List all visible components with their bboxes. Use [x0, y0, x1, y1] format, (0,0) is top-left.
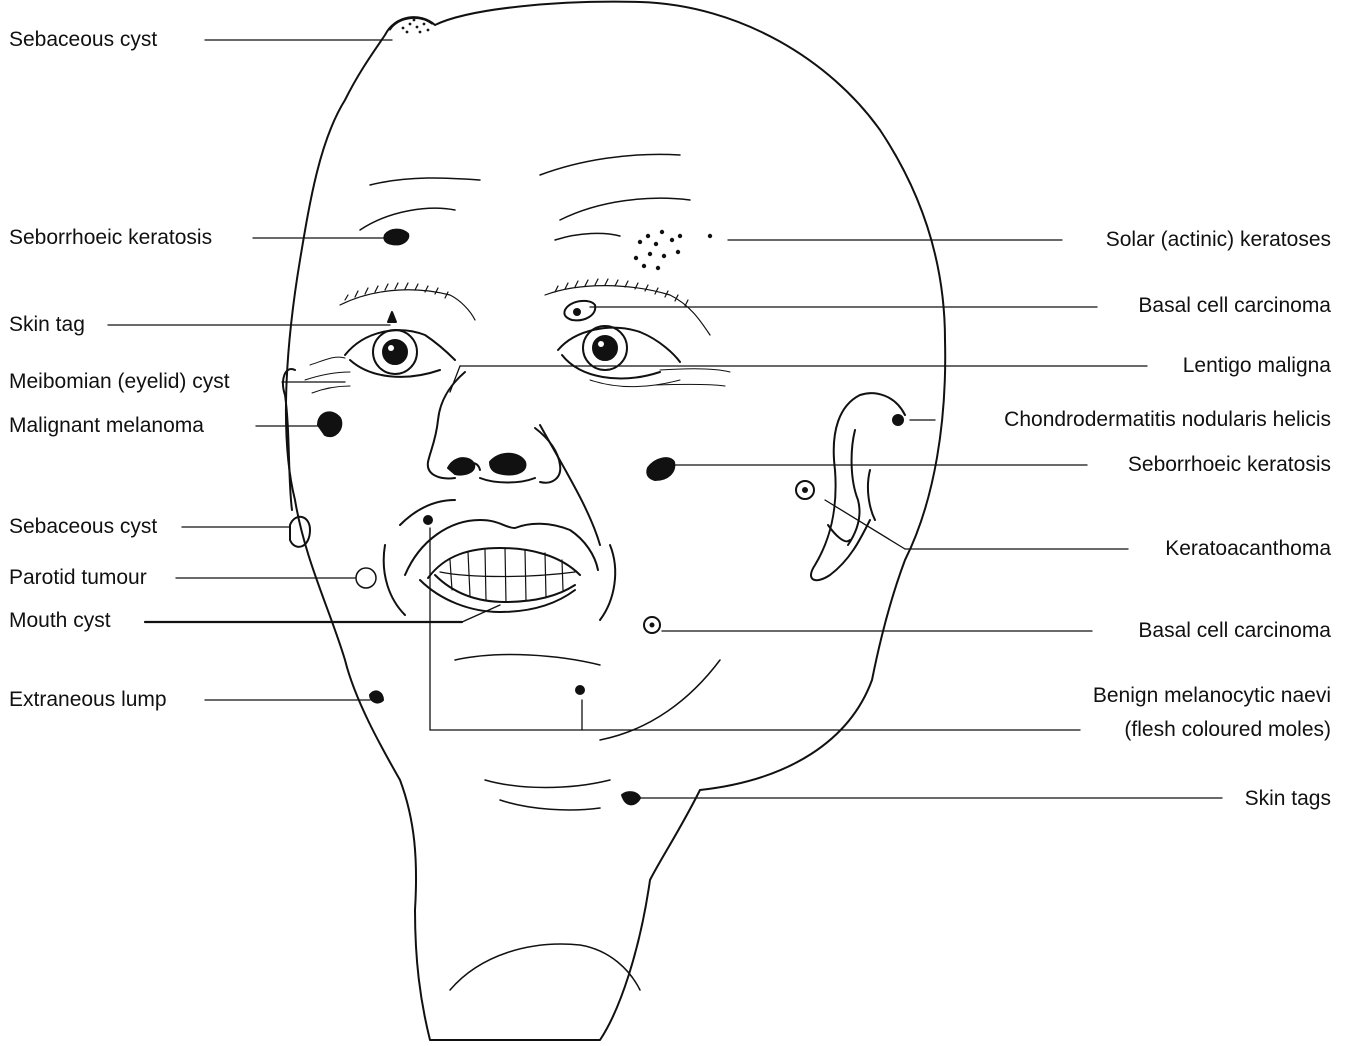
naevus-2-mark: [576, 686, 584, 694]
label-lentigo-maligna: Lentigo maligna: [1183, 354, 1331, 378]
label-meibomian-cyst: Meibomian (eyelid) cyst: [9, 370, 230, 394]
label-seborrhoeic-keratosis-right: Seborrhoeic keratosis: [1128, 453, 1331, 477]
label-benign-naevi-line2: (flesh coloured moles): [1124, 718, 1331, 742]
forehead-wrinkles: [360, 154, 690, 240]
seborrhoeic-keratosis-right-mark: [647, 458, 674, 480]
right-eye: [558, 326, 730, 387]
label-sebaceous-cyst-ear: Sebaceous cyst: [9, 515, 157, 539]
seborrhoeic-keratosis-left-mark: [384, 230, 408, 245]
solar-keratoses-mark: [634, 230, 711, 269]
label-parotid-tumour: Parotid tumour: [9, 566, 147, 590]
jaw-lines: [450, 655, 720, 990]
extraneous-lump-mark: [370, 691, 383, 702]
label-sebaceous-cyst-top: Sebaceous cyst: [9, 28, 157, 52]
label-skin-tags-chin: Skin tags: [1245, 787, 1331, 811]
sebaceous-cyst-top-mark: [390, 18, 432, 32]
skin-tag-mark: [388, 312, 396, 322]
skin-tags-chin-mark: [622, 792, 640, 804]
label-mouth-cyst: Mouth cyst: [9, 609, 111, 633]
right-ear: [811, 393, 905, 580]
label-seborrhoeic-keratosis-left: Seborrhoeic keratosis: [9, 226, 212, 250]
lesion-marks: [290, 230, 903, 805]
label-solar-keratoses: Solar (actinic) keratoses: [1106, 228, 1331, 252]
label-keratoacanthoma: Keratoacanthoma: [1165, 537, 1331, 561]
malignant-melanoma-mark: [318, 412, 341, 436]
label-chondrodermatitis: Chondrodermatitis nodularis helicis: [1004, 408, 1331, 432]
label-extraneous-lump: Extraneous lump: [9, 688, 167, 712]
label-skin-tag: Skin tag: [9, 313, 85, 337]
label-bcc-cheek: Basal cell carcinoma: [1138, 619, 1331, 643]
naevus-1-mark: [424, 516, 432, 524]
chondrodermatitis-mark: [893, 415, 903, 425]
label-bcc-eyebrow: Basal cell carcinoma: [1138, 294, 1331, 318]
parotid-tumour-mark: [356, 568, 376, 588]
label-benign-naevi-line1: Benign melanocytic naevi: [1093, 684, 1331, 708]
label-malignant-melanoma: Malignant melanoma: [9, 414, 204, 438]
left-eye: [305, 330, 455, 393]
